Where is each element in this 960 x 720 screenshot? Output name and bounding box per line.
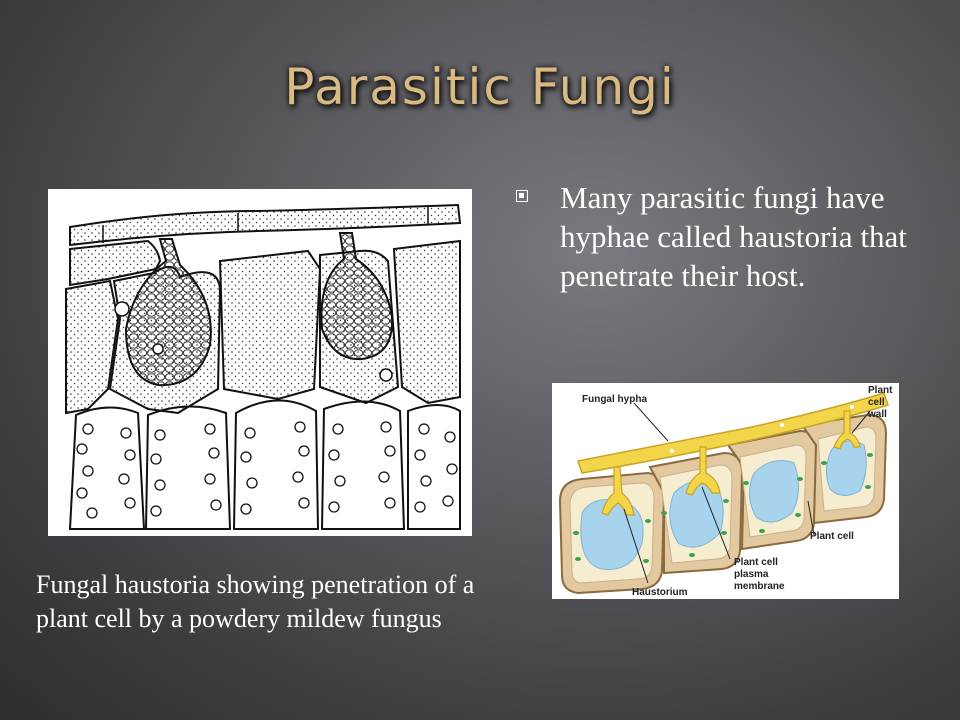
figure-caption: Fungal haustoria showing penetration of … — [36, 570, 475, 633]
bullet-list: Many parasitic fungi have hyphae called … — [514, 178, 934, 295]
label-plant-cell: Plant cell — [810, 531, 854, 542]
slide-title: Parasitic Fungi — [284, 58, 676, 116]
bullet-item: Many parasitic fungi have hyphae called … — [514, 178, 934, 295]
label-plasma-membrane-2: plasma — [734, 569, 769, 580]
label-plant-cell-wall-1: Plant — [868, 385, 893, 396]
haustoria-drawing — [48, 189, 472, 536]
haustorium-diagram-illustration: Fungal hypha Plant cell wall Plant cell … — [558, 385, 893, 598]
label-plant-cell-wall-3: wall — [867, 409, 887, 420]
label-haustorium: Haustorium — [632, 587, 688, 598]
label-plasma-membrane-1: Plant cell — [734, 557, 778, 568]
label-plasma-membrane-3: membrane — [734, 581, 785, 592]
haustoria-illustration — [65, 203, 462, 530]
label-fungal-hypha: Fungal hypha — [582, 394, 647, 405]
bullet-text: Many parasitic fungi have hyphae called … — [560, 180, 907, 293]
square-bullet-icon — [516, 190, 528, 202]
label-plant-cell-wall-2: cell — [868, 397, 885, 408]
haustorium-diagram: Fungal hypha Plant cell wall Plant cell … — [552, 383, 899, 599]
